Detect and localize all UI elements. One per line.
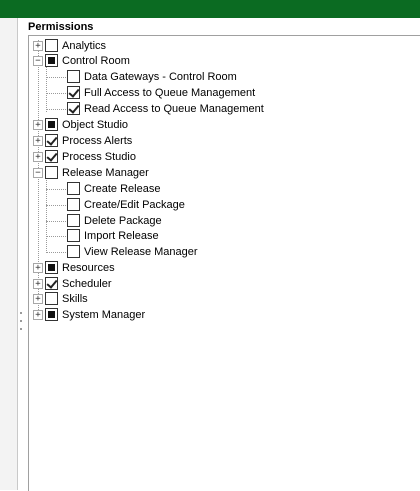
expand-icon[interactable]: + [33, 40, 43, 51]
tree-node-data-gateways[interactable]: Data Gateways - Control Room [67, 69, 237, 84]
tree-node-delete-package[interactable]: Delete Package [67, 213, 162, 228]
tree-connector [46, 189, 66, 190]
tree-node-process-studio[interactable]: + Process Studio [33, 149, 136, 164]
left-panel-border [17, 18, 18, 490]
tree-node-release-manager[interactable]: − Release Manager [33, 165, 149, 180]
tree-node-label: Skills [62, 292, 88, 305]
tree-connector [46, 109, 66, 110]
checkbox-analytics[interactable] [45, 39, 58, 52]
checkbox-import-release[interactable] [67, 229, 80, 242]
tree-node-label: View Release Manager [84, 245, 198, 258]
tree-connector [38, 40, 39, 316]
checkbox-create-edit-package[interactable] [67, 198, 80, 211]
tree-connector [46, 93, 66, 94]
tree-node-full-access-queue[interactable]: Full Access to Queue Management [67, 85, 255, 100]
expand-icon[interactable]: + [33, 293, 43, 304]
tree-node-object-studio[interactable]: + Object Studio [33, 117, 128, 132]
checkbox-process-studio[interactable] [45, 150, 58, 163]
tree-node-label: Process Alerts [62, 134, 133, 147]
collapse-icon[interactable]: − [33, 55, 43, 66]
tree-node-resources[interactable]: + Resources [33, 260, 115, 275]
tree-node-create-release[interactable]: Create Release [67, 181, 160, 196]
tree-node-label: Process Studio [62, 150, 136, 163]
splitter-grip[interactable] [20, 328, 22, 330]
tree-node-label: Create Release [84, 182, 161, 195]
tree-node-label: Full Access to Queue Management [84, 86, 256, 99]
tree-connector [46, 66, 47, 112]
tree-node-process-alerts[interactable]: + Process Alerts [33, 133, 132, 148]
tree-node-label: Release Manager [62, 166, 149, 179]
tree-connector [46, 205, 66, 206]
expand-icon[interactable]: + [33, 262, 43, 273]
checkbox-object-studio[interactable] [45, 118, 58, 131]
checkbox-resources[interactable] [45, 261, 58, 274]
tree-node-label: System Manager [62, 308, 146, 321]
left-panel [0, 18, 18, 490]
expand-icon[interactable]: + [33, 309, 43, 320]
tree-node-label: Create/Edit Package [84, 198, 185, 211]
tree-node-control-room[interactable]: − Control Room [33, 53, 130, 68]
expand-icon[interactable]: + [33, 151, 43, 162]
checkbox-delete-package[interactable] [67, 214, 80, 227]
tree-node-label: Resources [62, 261, 115, 274]
tree-node-system-manager[interactable]: + System Manager [33, 307, 145, 322]
tree-connector [46, 252, 66, 253]
permissions-tree [28, 35, 420, 491]
checkbox-system-manager[interactable] [45, 308, 58, 321]
tree-node-label: Delete Package [84, 214, 162, 227]
tree-node-view-release-manager[interactable]: View Release Manager [67, 244, 198, 259]
splitter-grip[interactable] [20, 312, 22, 314]
checkbox-skills[interactable] [45, 292, 58, 305]
checkbox-data-gateways[interactable] [67, 70, 80, 83]
checkbox-full-access-queue[interactable] [67, 86, 80, 99]
checkbox-scheduler[interactable] [45, 277, 58, 290]
tree-node-import-release[interactable]: Import Release [67, 228, 159, 243]
collapse-icon[interactable]: − [33, 167, 43, 178]
expand-icon[interactable]: + [33, 135, 43, 146]
checkbox-release-manager[interactable] [45, 166, 58, 179]
checkbox-process-alerts[interactable] [45, 134, 58, 147]
tree-node-label: Read Access to Queue Management [84, 102, 264, 115]
tree-connector [46, 177, 47, 253]
tree-node-label: Control Room [62, 54, 130, 67]
tree-node-label: Scheduler [62, 277, 112, 290]
top-header-bar [0, 0, 420, 18]
tree-node-skills[interactable]: + Skills [33, 291, 88, 306]
tree-node-create-edit-package[interactable]: Create/Edit Package [67, 197, 185, 212]
tree-connector [46, 77, 66, 78]
tree-connector [46, 236, 66, 237]
tree-node-read-access-queue[interactable]: Read Access to Queue Management [67, 101, 264, 116]
expand-icon[interactable]: + [33, 278, 43, 289]
checkbox-read-access-queue[interactable] [67, 102, 80, 115]
permissions-title: Permissions [28, 21, 94, 33]
tree-node-label: Analytics [62, 39, 107, 52]
splitter-grip[interactable] [20, 320, 22, 322]
tree-node-analytics[interactable]: + Analytics [33, 38, 106, 53]
checkbox-create-release[interactable] [67, 182, 80, 195]
tree-node-label: Data Gateways - Control Room [84, 70, 237, 83]
tree-node-scheduler[interactable]: + Scheduler [33, 276, 112, 291]
checkbox-view-release-manager[interactable] [67, 245, 80, 258]
tree-node-label: Object Studio [62, 118, 129, 131]
tree-connector [46, 221, 66, 222]
expand-icon[interactable]: + [33, 119, 43, 130]
checkbox-control-room[interactable] [45, 54, 58, 67]
tree-node-label: Import Release [84, 229, 159, 242]
